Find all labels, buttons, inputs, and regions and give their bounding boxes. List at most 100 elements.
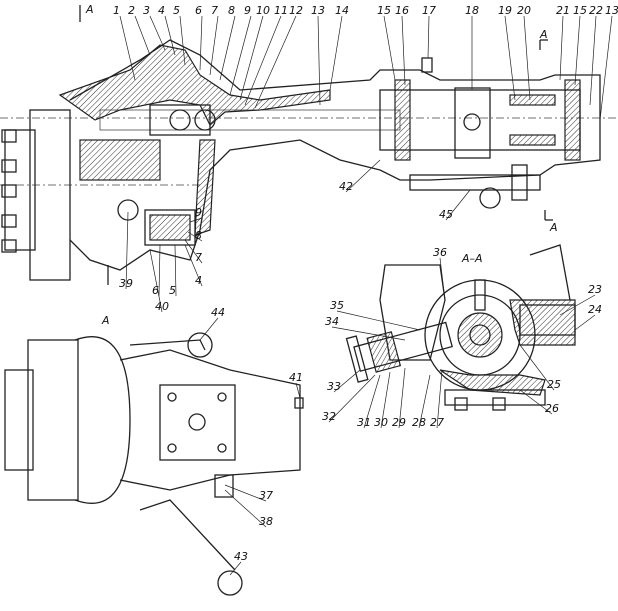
callout-10: 10 [256,4,270,17]
leader-line [380,371,391,429]
leader-line [229,561,242,576]
callout-23: 23 [588,283,602,296]
leader-line [295,382,301,399]
callout-34: 34 [325,315,339,328]
leader-line [244,15,282,106]
section-marker-bottom: A [549,221,558,234]
leader-line [519,344,555,391]
callout-7: 7 [211,4,218,17]
callout-33: 33 [327,380,341,393]
callout-15: 15 [377,4,391,17]
callout-25: 25 [547,378,561,391]
view-a [4,332,304,596]
leader-line [179,15,186,66]
section-titles: A A A A–A A [85,3,558,327]
leader-line [401,15,406,86]
callout-17: 17 [422,4,436,17]
callout-5: 5 [173,4,180,17]
callout-24: 24 [588,303,602,316]
leader-line [134,15,151,56]
callout-3: 3 [143,4,150,17]
callout-45: 45 [439,208,453,221]
leader-line [199,317,219,341]
leader-line [336,310,421,331]
leader-line [149,249,163,313]
leader-line [559,15,564,81]
callout-11: 11 [274,4,288,17]
leader-line [418,374,431,429]
leader-line [239,15,264,101]
leader-line [523,15,531,101]
callout-4: 4 [195,274,202,287]
leader-line [589,15,597,106]
view-a-marker-top: A [85,3,94,16]
leader-line [559,294,596,316]
callout-21: 21 [556,4,570,17]
callout-8: 8 [195,229,202,242]
leader-line [119,15,136,81]
callout-9: 9 [195,206,202,219]
callout-18: 18 [465,4,479,17]
leader-line [427,15,430,59]
callout-40: 40 [155,300,169,313]
leader-line [504,15,516,101]
leader-line [189,217,203,223]
leader-line [345,159,381,193]
leader-line [331,326,406,341]
callout-13: 13 [311,4,325,17]
leader-line [317,15,321,106]
callout-38: 38 [259,515,273,528]
callout-14: 14 [335,4,349,17]
leader-line [187,231,203,242]
callout-12: 12 [289,4,303,17]
callout-39: 39 [119,277,133,290]
section-a-a-title: A–A [461,252,483,265]
view-a-title: A [101,314,110,327]
wheel-bolts [1,129,17,253]
callout-43: 43 [234,550,248,563]
callout-27: 27 [430,416,444,429]
callout-42: 42 [339,180,353,193]
leader-line [599,15,613,121]
leader-line [149,15,166,51]
leader-line [229,15,252,96]
callout-6: 6 [152,284,159,297]
callout-13: 13 [605,4,618,17]
callout-32: 32 [322,410,336,423]
leader-line [398,367,406,429]
leader-line [224,489,267,528]
section-markers [79,5,553,221]
callout-6: 6 [195,4,202,17]
leader-line [219,15,236,81]
callout-1: 1 [113,4,120,17]
leader-line [125,211,129,290]
leader-line [445,189,471,221]
callout-26: 26 [545,402,559,415]
leader-line [158,244,161,297]
leader-line [574,15,581,86]
callout-22: 22 [589,4,603,17]
callout-15: 15 [573,4,587,17]
leader-line [519,389,553,415]
callout-7: 7 [195,251,202,264]
leader-line [383,15,396,81]
leader-line [174,244,177,297]
callout-4: 4 [158,4,165,17]
callout-36: 36 [433,246,447,259]
leader-line [574,314,596,331]
callout-37: 37 [259,489,273,502]
callout-44: 44 [211,306,225,319]
leader-line [436,369,443,429]
callout-8: 8 [228,4,235,17]
leader-line [209,15,219,76]
leader-line [333,369,361,393]
callout-19: 19 [498,4,512,17]
callout-28: 28 [412,416,426,429]
leader-line [164,15,176,56]
callout-41: 41 [289,371,303,384]
leader-line [363,374,381,429]
leader-line [224,484,267,502]
callout-5: 5 [169,284,176,297]
leader-line [328,374,376,423]
